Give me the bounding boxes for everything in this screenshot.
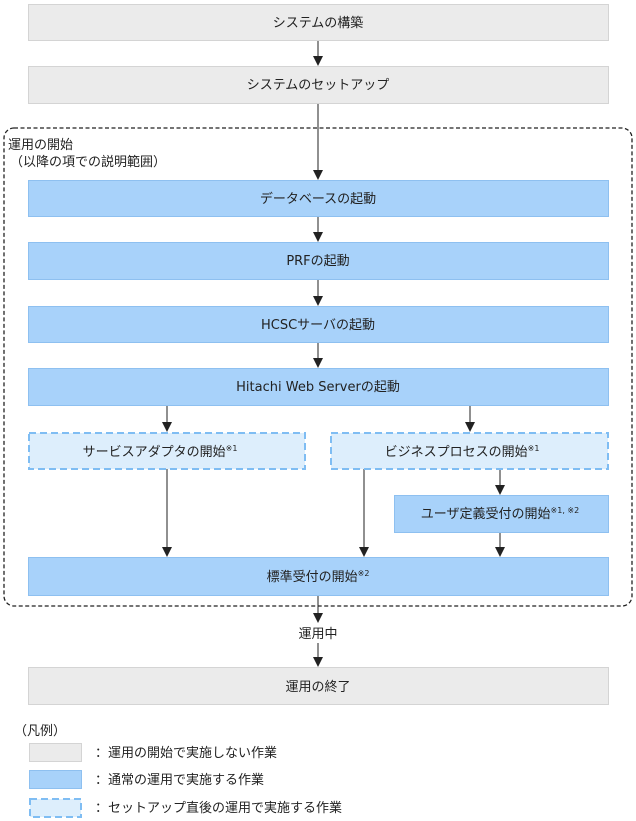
group-subtitle: （以降の項での説明範囲） (10, 154, 166, 170)
step-end: 運用の終了 (28, 667, 609, 705)
step-hcsc-start: HCSCサーバの起動 (28, 306, 609, 343)
legend-label: ：セットアップ直後の運用で実施する作業 (95, 800, 342, 816)
legend-swatch-dashed (29, 798, 82, 818)
footnote-mark: ※2 (358, 569, 370, 578)
footnote-mark: ※1 (226, 444, 238, 453)
step-setup: システムのセットアップ (28, 66, 609, 104)
step-label: システムの構築 (273, 16, 364, 31)
step-adapter-start: サービスアダプタの開始※1 (28, 432, 306, 470)
step-hws-start: Hitachi Web Serverの起動 (28, 368, 609, 406)
legend-label: ：運用の開始で実施しない作業 (95, 745, 277, 761)
step-label: ユーザ定義受付の開始※1, ※2 (421, 506, 579, 522)
legend-title: （凡例） (14, 724, 66, 739)
step-label: システムのセットアップ (247, 78, 390, 93)
footnote-mark: ※1 (528, 444, 540, 453)
group-title: 運用の開始 (8, 138, 73, 153)
step-label: Hitachi Web Serverの起動 (236, 380, 400, 395)
step-label: PRFの起動 (286, 254, 349, 269)
legend: （凡例） ：運用の開始で実施しない作業 ：通常の運用で実施する作業 ：セットアッ… (14, 724, 342, 818)
step-label: サービスアダプタの開始※1 (83, 444, 238, 460)
step-label: HCSCサーバの起動 (261, 318, 375, 333)
connectors (162, 40, 505, 667)
step-process-start: ビジネスプロセスの開始※1 (330, 432, 609, 470)
step-user-reception-start: ユーザ定義受付の開始※1, ※2 (394, 495, 609, 533)
step-label: データベースの起動 (260, 191, 376, 207)
legend-swatch-blue (29, 770, 82, 789)
step-prf-start: PRFの起動 (28, 242, 609, 280)
footnote-mark: ※1, ※2 (551, 506, 580, 515)
legend-label: ：通常の運用で実施する作業 (95, 772, 264, 788)
step-build: システムの構築 (28, 4, 609, 41)
in-operation-label: 運用中 (298, 627, 337, 642)
step-label: 運用の終了 (285, 679, 350, 695)
step-db-start: データベースの起動 (28, 180, 609, 217)
step-label: ビジネスプロセスの開始※1 (385, 444, 540, 460)
step-label: 標準受付の開始※2 (267, 569, 370, 585)
legend-swatch-gray (29, 743, 82, 762)
step-standard-reception-start: 標準受付の開始※2 (28, 557, 609, 596)
